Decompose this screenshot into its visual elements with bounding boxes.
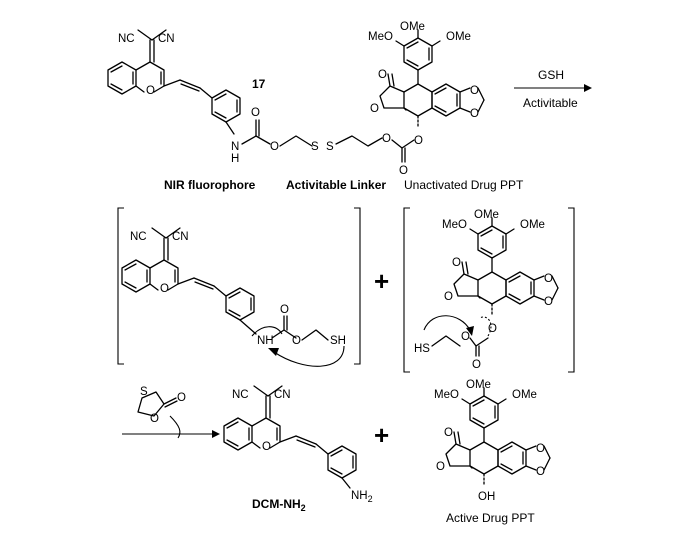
reaction-condition: Activitable [523, 96, 578, 110]
pyran-o-label-2: O [160, 283, 169, 295]
meo-left-3: MeO [434, 389, 459, 401]
plus-sign-1: + [374, 266, 389, 296]
nc-label-3: NC [232, 389, 249, 401]
thiocarbonate-o-label: O [177, 392, 186, 404]
ome-right-2: OMe [520, 219, 545, 231]
compound-number: 17 [252, 77, 266, 91]
lactone-ring-o-2: O [444, 291, 453, 303]
sh-label-2: SH [330, 335, 346, 347]
dioxole-o2-3: O [536, 466, 545, 478]
s1-label: S [311, 141, 319, 153]
cn-label: CN [158, 33, 175, 45]
intermediate-right-bracket: OMe MeO OMe O O O O O HS O O [403, 207, 575, 373]
carbonate-o2-label: O [414, 135, 423, 147]
caption-unactivated-drug: Unactivated Drug PPT [404, 178, 524, 192]
carbamate-o2-label: O [270, 141, 279, 153]
thiolane-s-label: S [140, 386, 148, 398]
cn-label-2: CN [172, 231, 189, 243]
carbonate-o-label: O [382, 133, 391, 145]
hydroxyl-label: OH [478, 491, 495, 503]
dioxole-o1-3: O [536, 443, 545, 455]
plus-sign-2: + [374, 420, 389, 450]
product-dcm-nh2: NC CN O NH2 [223, 385, 373, 504]
carbonate-oc-label: O [399, 165, 408, 177]
hs-label: HS [414, 343, 430, 355]
caption-activitable-linker: Activitable Linker [286, 178, 386, 192]
dioxole-o1: O [470, 85, 479, 97]
carbamate-o-label-2: O [280, 304, 289, 316]
caption-dcm-nh2: DCM-NH2 [252, 497, 306, 513]
ome-top-2: OMe [474, 209, 499, 221]
carbonate-oc-label-2: O [472, 359, 481, 371]
lactone-ring-o: O [370, 103, 379, 115]
nh-h-label: H [231, 153, 239, 165]
product-active-ppt: OMe MeO OMe O O O O OH [434, 379, 551, 503]
caption-nir-fluorophore: NIR fluorophore [164, 178, 256, 192]
thiolane-o-label: O [150, 413, 159, 425]
lactone-o-label: O [378, 69, 387, 81]
ome-top-3: OMe [466, 379, 491, 391]
nh-label-2: NH [257, 335, 274, 347]
pyran-o-label-3: O [262, 441, 271, 453]
meo-left-2: MeO [442, 219, 467, 231]
pyran-o-label: O [146, 85, 155, 97]
ome-top: OMe [400, 21, 425, 33]
byproduct-ethylene-thiocarbonate: S O O [137, 386, 186, 439]
ester-o-label: O [488, 323, 497, 335]
dioxole-o2-2: O [544, 296, 553, 308]
intermediate-left-bracket: NC CN O NH O O SH [117, 207, 361, 367]
carbamate-o2-label-2: O [292, 335, 301, 347]
carbamate-o-label: O [251, 107, 260, 119]
ome-right: OMe [446, 31, 471, 43]
dioxole-o1-2: O [544, 273, 553, 285]
meo-left: MeO [368, 31, 393, 43]
ome-right-3: OMe [512, 389, 537, 401]
nh-label: N [231, 141, 239, 153]
lactone-o-label-2: O [452, 257, 461, 269]
lactone-ring-o-3: O [436, 461, 445, 473]
reagent-gsh: GSH [538, 68, 564, 82]
lactone-o-label-3: O [444, 427, 453, 439]
nc-label-2: NC [130, 231, 147, 243]
nh2-label: NH2 [351, 490, 373, 504]
dioxole-o2: O [470, 108, 479, 120]
reaction-arrow-gsh: GSH Activitable [514, 68, 592, 110]
cn-label-3: CN [274, 389, 291, 401]
s2-label: S [326, 141, 334, 153]
reactant-17: NC CN O N H O O S S O O O OMe MeO OMe O … [107, 21, 485, 177]
arrow-row3 [122, 430, 220, 438]
nc-label: NC [118, 33, 135, 45]
caption-active-drug: Active Drug PPT [446, 511, 535, 525]
carbonate-o3-label: O [461, 331, 470, 343]
